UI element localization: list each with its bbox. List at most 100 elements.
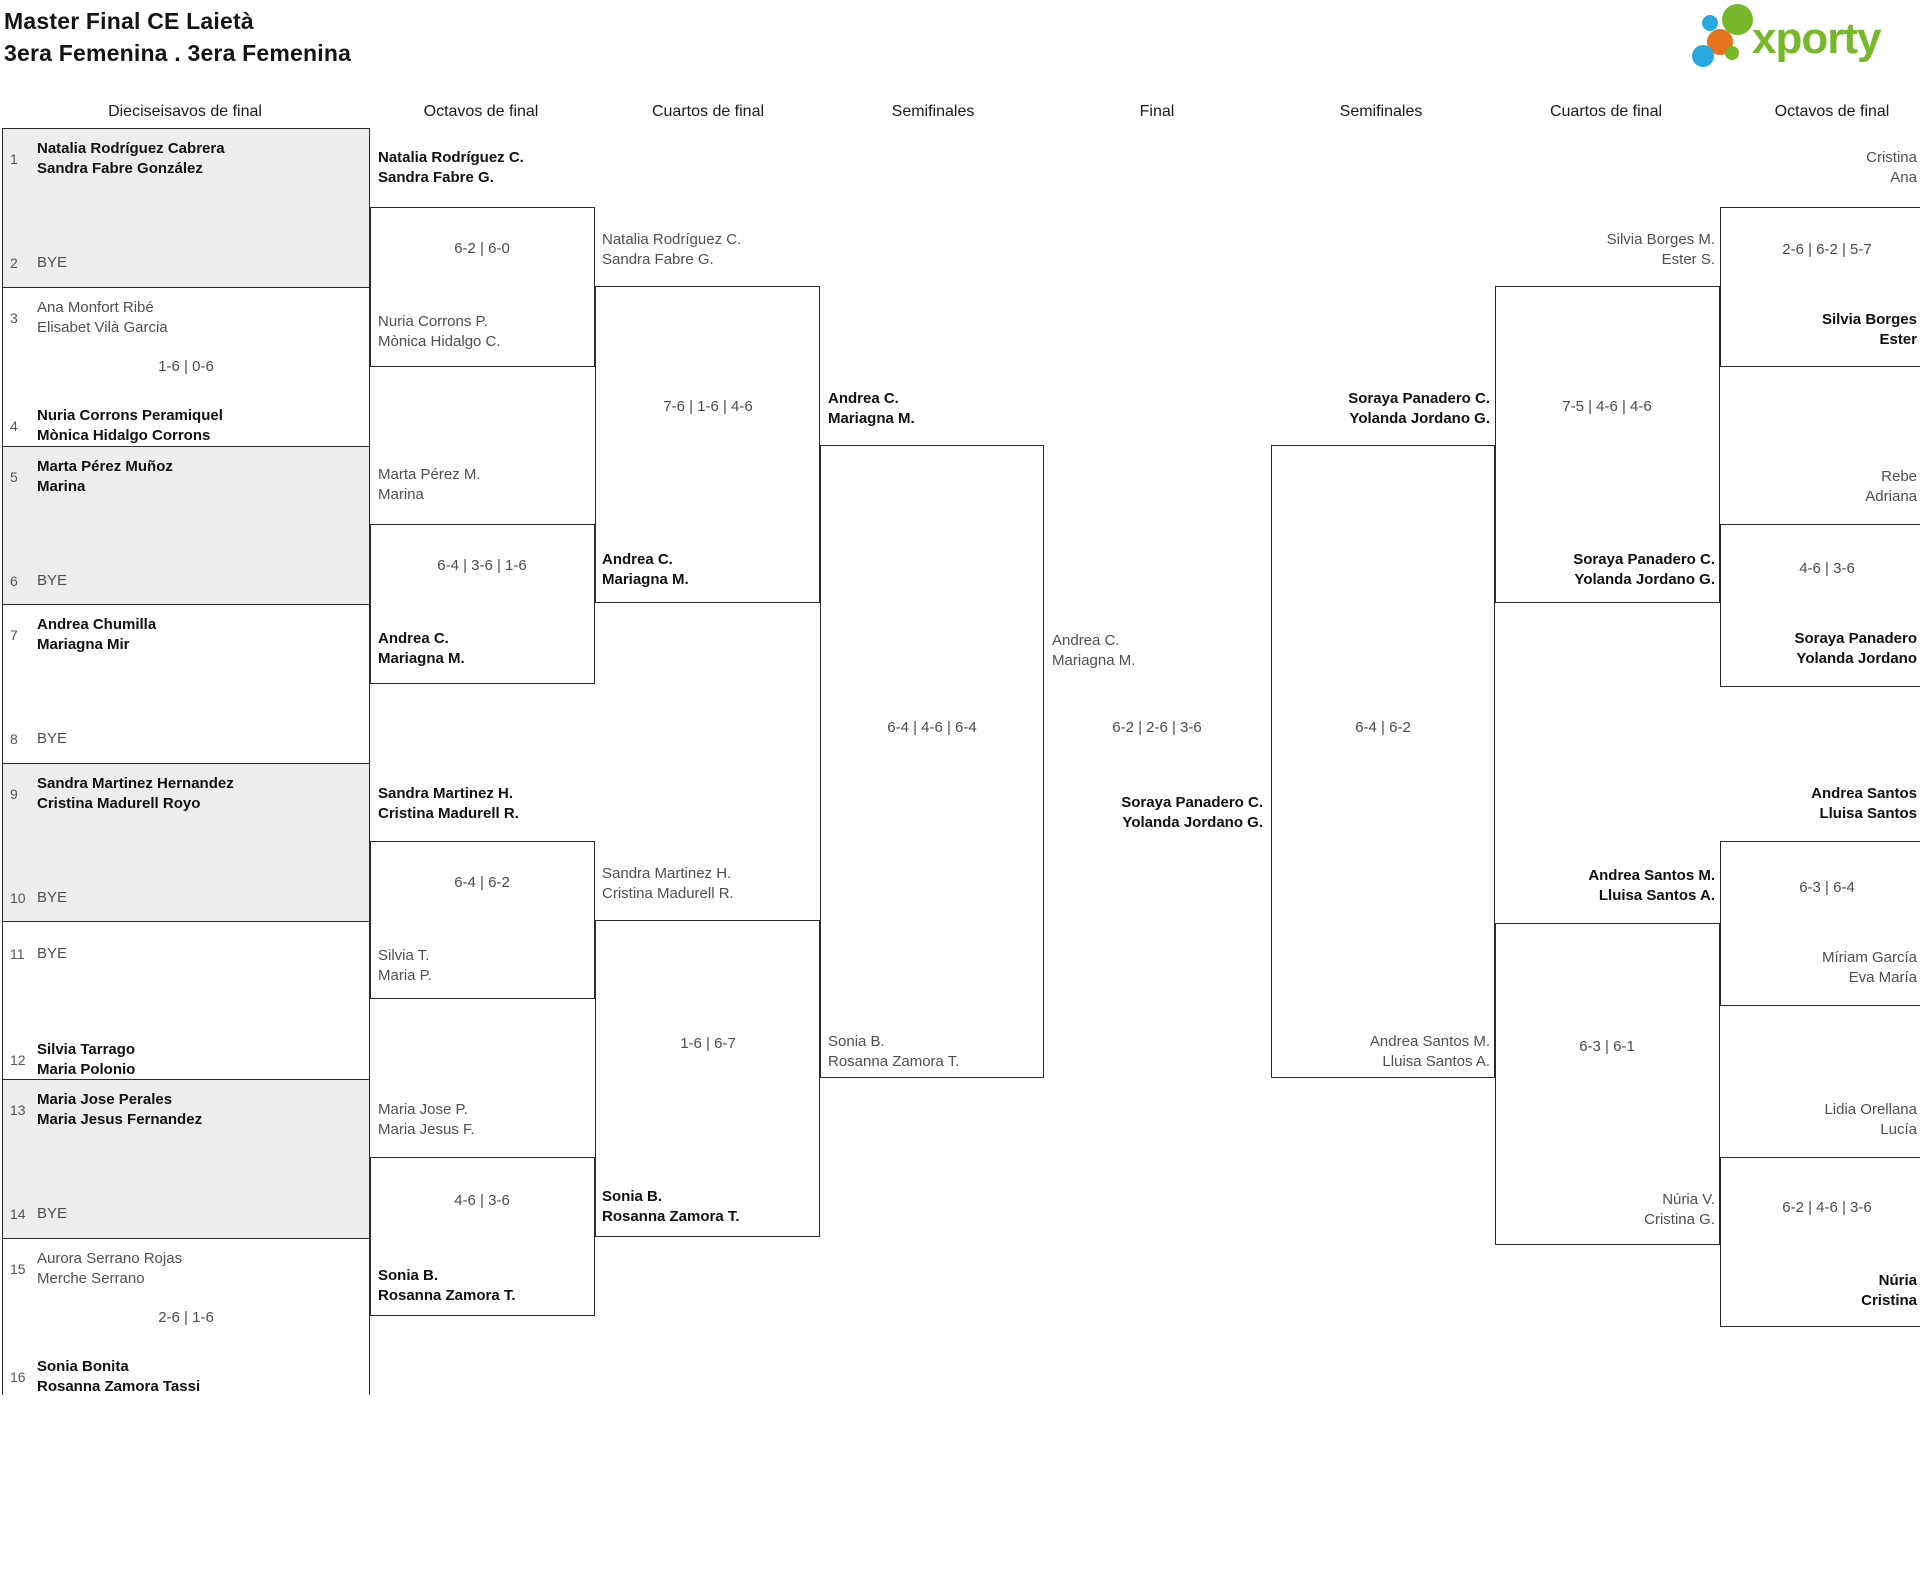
- team-name-line: Sandra Fabre González: [37, 160, 203, 177]
- team-name-line: BYE: [37, 889, 68, 906]
- team-name-line: Merche Serrano: [37, 1270, 145, 1287]
- team-name-line: Ana Monfort Ribé: [37, 299, 154, 316]
- match-box-cuartos-left-1: [595, 286, 820, 603]
- match-box-octavos-left-3: [370, 841, 595, 999]
- bye-label: BYE: [37, 888, 67, 908]
- team-name-line: Silvia Borges: [1821, 311, 1917, 328]
- team-name-line: Natalia Rodríguez C.: [602, 231, 742, 248]
- team-name-line: Sonia Bonita: [37, 1358, 129, 1375]
- team-name-line: Soraya Panadero C.: [1348, 390, 1490, 407]
- match-score: 2-6 | 1-6: [158, 1309, 214, 1326]
- team-name-line: Soraya Panadero: [1794, 630, 1917, 647]
- seed-number: 12: [10, 1052, 26, 1068]
- team-label: Andrea Santos M.Lluisa Santos A.: [1370, 1032, 1490, 1072]
- team-name-line: Ester: [1879, 331, 1917, 348]
- team-name-line: Lucía: [1880, 1121, 1917, 1138]
- team-label: Silvia Borges M.Ester S.: [1607, 230, 1715, 270]
- match-box-semifinal-right: [1271, 445, 1495, 1078]
- team-name-line: Andrea C.: [828, 390, 899, 407]
- team-label: Natalia Rodríguez C.Sandra Fabre G.: [602, 230, 741, 270]
- team-label: Andrea Santos M.Lluisa Santos A.: [1588, 866, 1715, 906]
- logo-wordmark: xporty: [1752, 14, 1881, 63]
- team-name-line: Marina: [378, 486, 424, 503]
- team-name-line: Yolanda Jordano G.: [1574, 571, 1715, 588]
- team-name-line: Natalia Rodríguez Cabrera: [37, 140, 225, 157]
- team-name-line: Rosanna Zamora T.: [602, 1208, 740, 1225]
- team-name-line: Lidia Orellana: [1824, 1101, 1917, 1118]
- team-name-line: Lluisa Santos A.: [1382, 1053, 1490, 1070]
- team-name-line: BYE: [37, 254, 68, 271]
- team-name-line: Cristina Madurell Royo: [37, 795, 201, 812]
- round-header: Final: [1139, 103, 1175, 120]
- team-name-line: Marta Pérez M.: [378, 466, 481, 483]
- team-name-line: Cristina: [1861, 1292, 1917, 1309]
- match-box-octavos-left-1: [370, 207, 595, 367]
- team-name-line: Mariagna M.: [828, 410, 915, 427]
- team-name-line: Eva María: [1848, 969, 1917, 986]
- team-name-line: Rosanna Zamora T.: [378, 1287, 516, 1304]
- team-name-line: Cristina: [1866, 149, 1917, 166]
- team-name-line: Ester S.: [1661, 251, 1715, 268]
- xporty-logo[interactable]: xporty: [1680, 0, 1920, 80]
- team-name-line: Ana: [1890, 169, 1917, 186]
- team-label: Andrea C.Mariagna M.: [378, 629, 465, 669]
- match-box-octavos-right-2: [1720, 524, 1920, 687]
- team-name-line: Yolanda Jordano: [1796, 650, 1917, 667]
- match-score: 6-2 | 4-6 | 3-6: [1782, 1199, 1872, 1216]
- team-name-line: Marta Pérez Muñoz: [37, 458, 173, 475]
- seed-number: 16: [10, 1369, 26, 1385]
- match-score: 6-4 | 4-6 | 6-4: [887, 719, 977, 736]
- team-name-line: Maria Jose Perales: [37, 1091, 173, 1108]
- team-name-line: Silvia T.: [378, 947, 430, 964]
- team-name-line: Soraya Panadero C.: [1573, 551, 1715, 568]
- team-name-line: Cristina Madurell R.: [378, 805, 519, 822]
- team-name-line: Mariagna Mir: [37, 636, 130, 653]
- seed-number: 2: [10, 255, 18, 271]
- seed-number: 8: [10, 731, 18, 747]
- team-name-line: Núria V.: [1662, 1191, 1715, 1208]
- team-name-line: Lluisa Santos A.: [1598, 887, 1715, 904]
- team-name-line: Maria Jesus Fernandez: [37, 1111, 203, 1128]
- round-header: Octavos de final: [1774, 103, 1890, 120]
- round-header: Semifinales: [1339, 103, 1423, 120]
- team-name-line: Cristina Madurell R.: [602, 885, 734, 902]
- bye-label: BYE: [37, 944, 67, 964]
- team-name-line: Sandra Fabre G.: [378, 169, 494, 186]
- match-box-octavos-right-4: [1720, 1157, 1920, 1327]
- match-box-semifinal-left: [820, 445, 1044, 1078]
- team-name-line: Sonia B.: [828, 1033, 885, 1050]
- team-label: Sonia B.Rosanna Zamora T.: [378, 1266, 516, 1306]
- match-score: 1-6 | 6-7: [680, 1035, 736, 1052]
- seed-number: 15: [10, 1261, 26, 1277]
- team-name-line: Nuria Corrons Peramiquel: [37, 407, 223, 424]
- team-name-line: Natalia Rodríguez C.: [378, 149, 524, 166]
- team-name-line: Mariagna M.: [1052, 652, 1136, 669]
- team-name-line: Rosanna Zamora Tassi: [37, 1378, 201, 1395]
- team-name-line: Rebe: [1881, 468, 1917, 485]
- team-label: Andrea C.Mariagna M.: [602, 550, 689, 590]
- match-score: 6-2 | 2-6 | 3-6: [1112, 719, 1202, 736]
- team-name-line: Sandra Martinez H.: [602, 865, 732, 882]
- team-name-line: BYE: [37, 1205, 68, 1222]
- team-name-line: Yolanda Jordano G.: [1349, 410, 1490, 427]
